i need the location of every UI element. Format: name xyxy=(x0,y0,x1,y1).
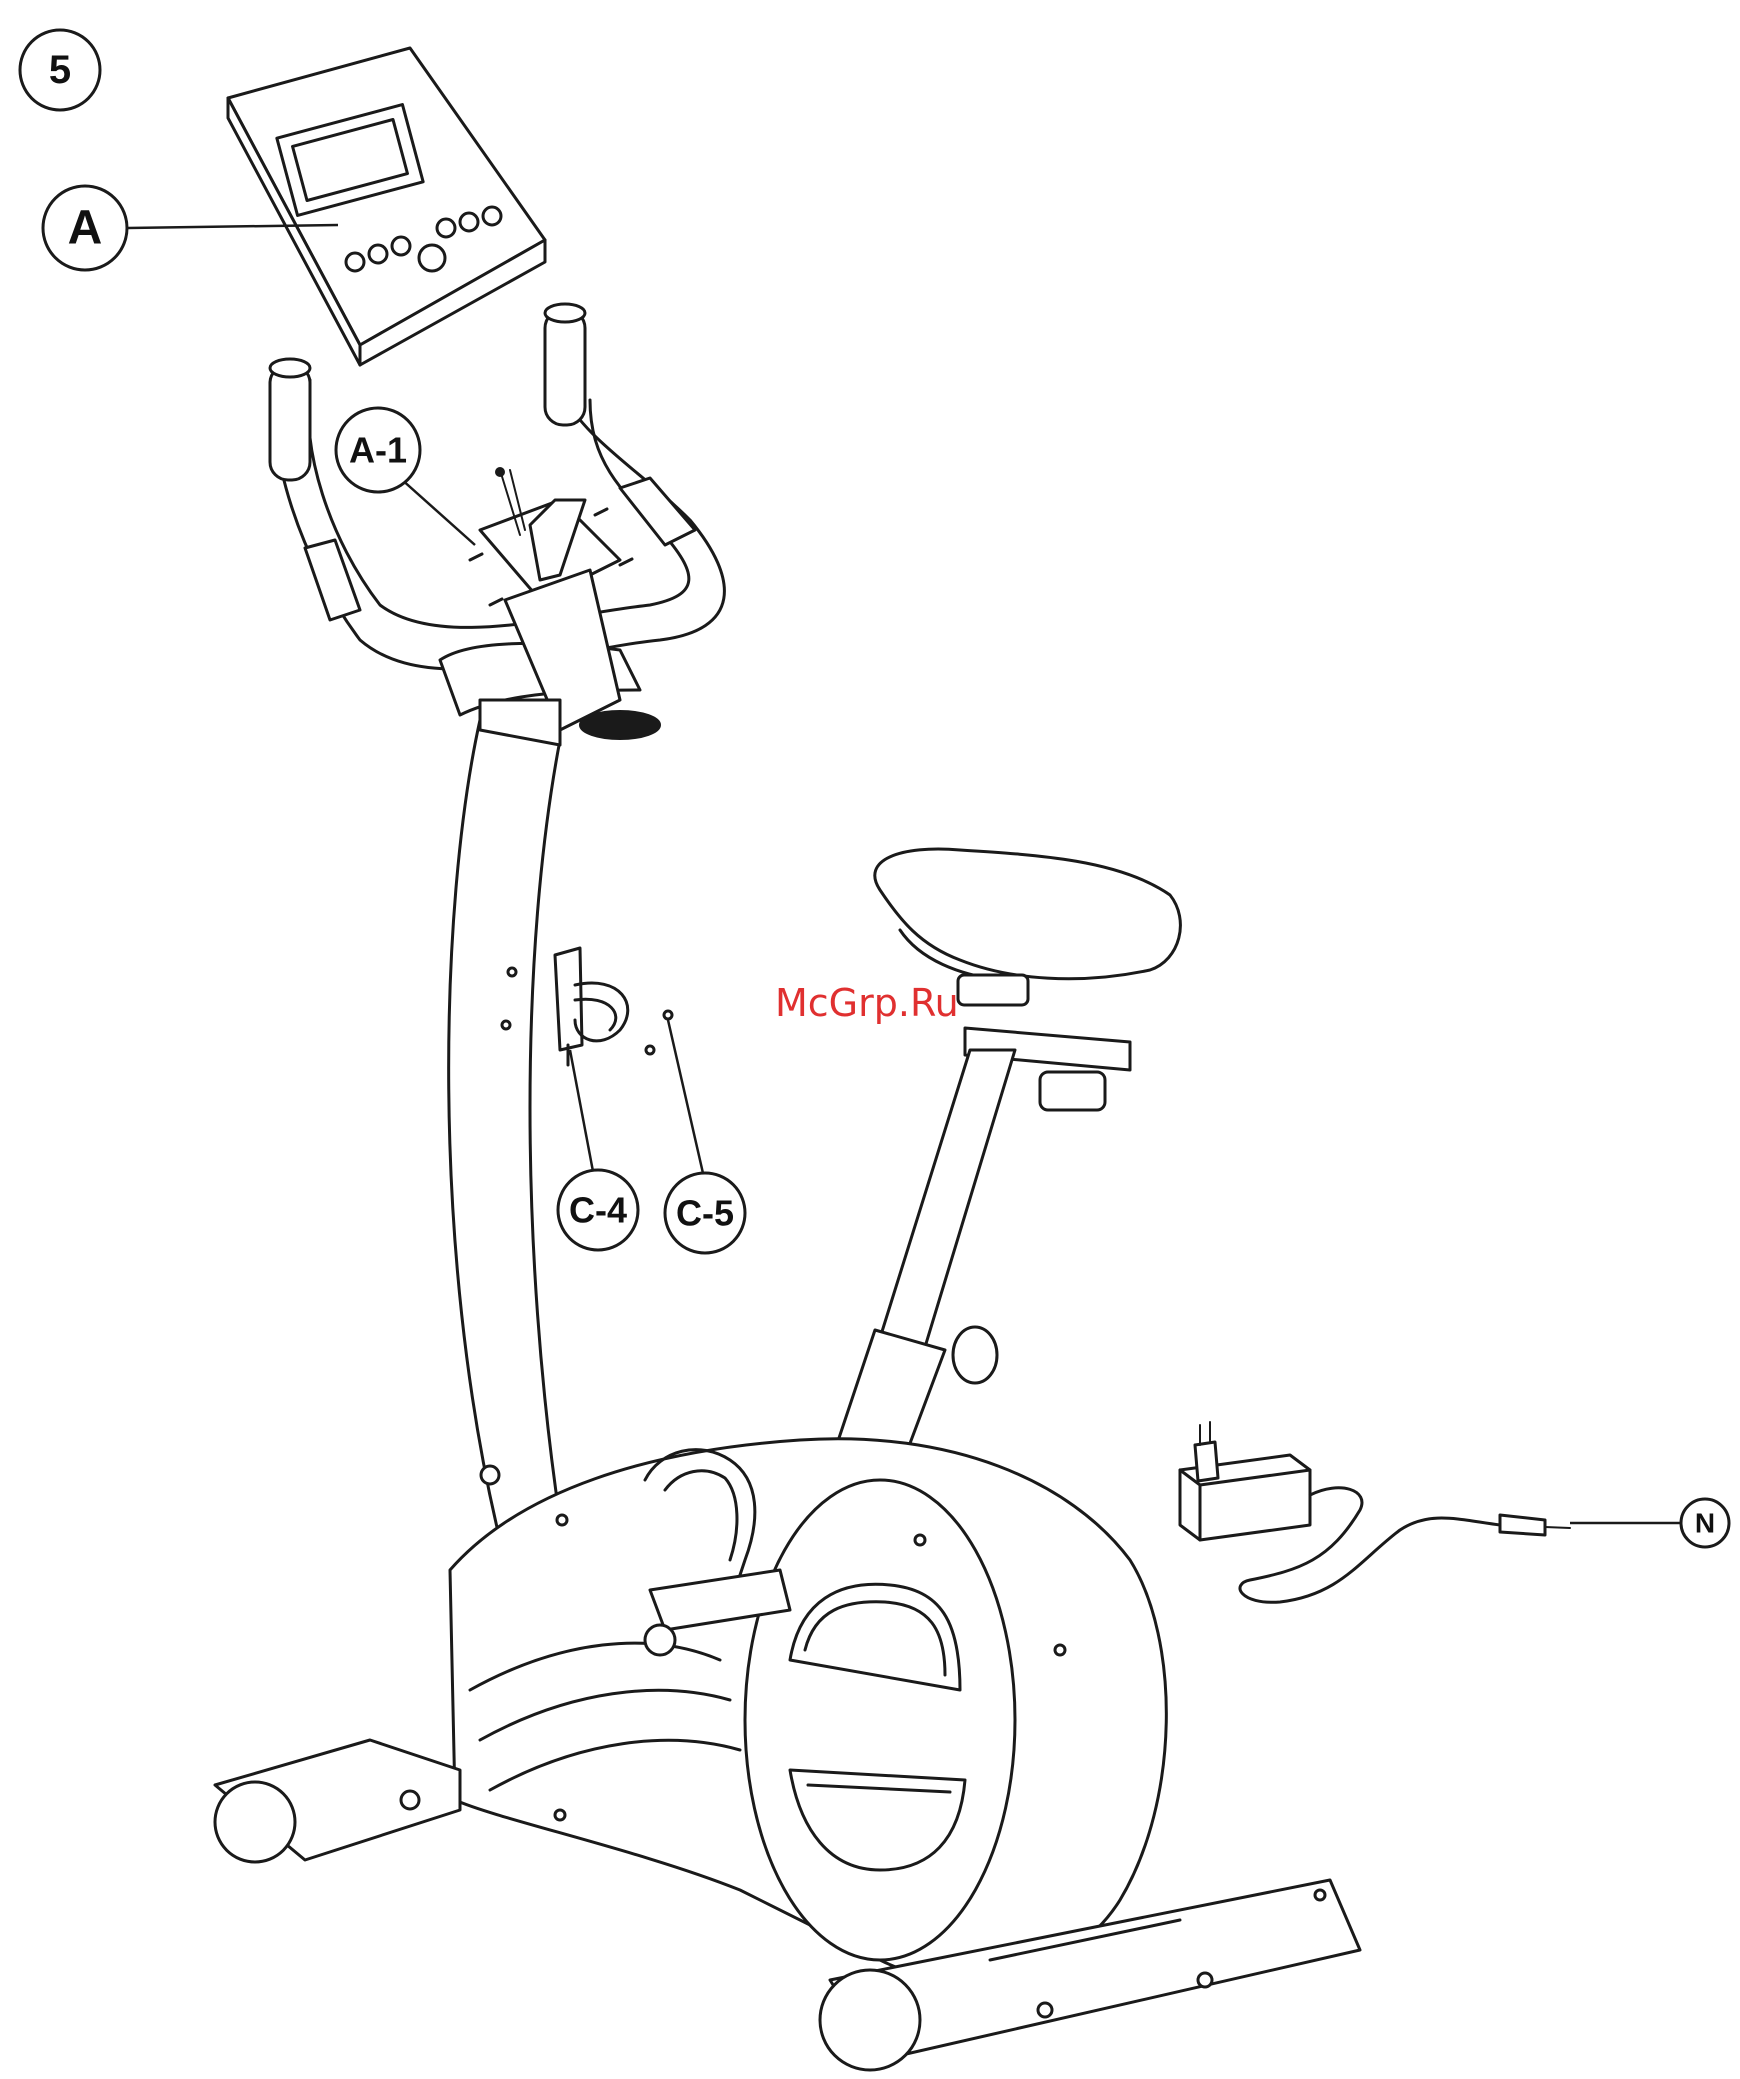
callout-bottle-holder: C-4 xyxy=(558,1170,638,1250)
handlebar xyxy=(270,304,724,715)
seat-assembly xyxy=(835,849,1180,1470)
leader-line-a1 xyxy=(400,478,475,545)
callout-bracket: A-1 xyxy=(336,408,420,492)
step-number: 5 xyxy=(49,48,71,92)
leader-line-c4 xyxy=(570,1050,595,1182)
watermark: McGrp.Ru xyxy=(775,981,959,1025)
power-adapter xyxy=(1180,1422,1570,1602)
callout-step: 5 xyxy=(20,30,100,110)
callout-console: A xyxy=(43,186,127,270)
bottle-holder-label: C-4 xyxy=(569,1190,627,1231)
steering-column xyxy=(449,570,660,1540)
front-stabilizer xyxy=(215,1740,460,1862)
callout-adapter: N xyxy=(1681,1499,1729,1547)
screw-label: C-5 xyxy=(676,1193,734,1234)
bottle-holder xyxy=(502,948,672,1065)
console-label: A xyxy=(68,202,103,255)
console xyxy=(228,48,545,365)
frame-body xyxy=(450,1439,1166,1980)
leader-line-c5 xyxy=(668,1020,705,1182)
bracket-label: A-1 xyxy=(349,430,407,471)
callout-screw: C-5 xyxy=(665,1173,745,1253)
adapter-label: N xyxy=(1695,1508,1715,1539)
